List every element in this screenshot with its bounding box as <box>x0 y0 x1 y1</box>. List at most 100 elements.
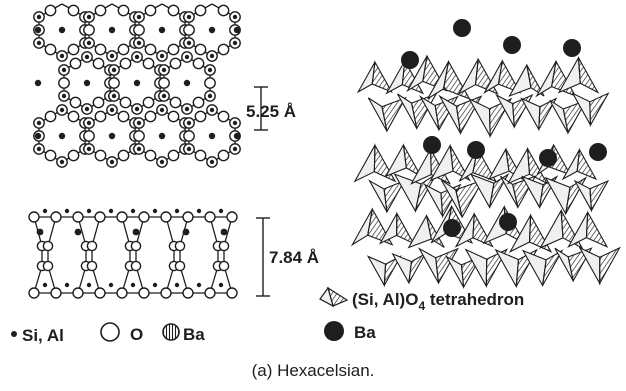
top-si-al-atom <box>159 107 165 113</box>
side-si-al-atom <box>174 282 180 288</box>
tetrahedron-legend-label: (Si, Al)O4 tetrahedron <box>352 290 524 313</box>
top-si-al-atom <box>232 40 238 46</box>
side-si-al-atom <box>108 208 114 214</box>
top-ba-site <box>208 132 216 140</box>
top-oxygen-atom <box>144 4 157 17</box>
top-spacing-label: 5.25 Å <box>246 102 296 121</box>
top-spacing-bracket <box>254 86 268 131</box>
side-si-al-atom <box>152 282 158 288</box>
tetrahedron-shape <box>489 173 510 208</box>
top-si-al-atom <box>109 53 115 59</box>
top-si-al-atom <box>84 54 90 60</box>
side-oxygen-atom <box>116 211 128 223</box>
tetrahedron-shape <box>381 96 407 133</box>
top-oxygen-atom <box>44 4 57 17</box>
top-si-al-atom <box>59 53 65 59</box>
top-ba-site <box>233 132 241 140</box>
top-oxygen-atom <box>108 77 120 89</box>
top-oxygen-atom <box>117 149 130 162</box>
top-oxygen-atom <box>67 4 80 17</box>
side-oxygen-atom <box>226 211 238 223</box>
top-si-al-atom <box>207 67 213 73</box>
tetrahedron-shape <box>539 208 564 249</box>
tetrahedron-shape <box>561 149 581 181</box>
side-oxygen-atom <box>50 287 62 299</box>
tetrahedron-shape <box>457 58 479 96</box>
tetrahedron-shape <box>589 179 610 213</box>
top-oxygen-atom <box>44 110 57 123</box>
ba-solid-legend-icon <box>324 321 344 341</box>
side-oxygen-atom <box>72 287 84 299</box>
side-oxygen-atom <box>174 240 186 252</box>
top-oxygen-atom <box>169 57 182 70</box>
side-oxygen-atom <box>174 260 186 272</box>
top-oxygen-atom <box>217 149 230 162</box>
top-oxygen-atom <box>183 130 195 142</box>
side-si-al-atom <box>130 282 136 288</box>
side-oxygen-atom <box>204 287 216 299</box>
tetrahedron-shape <box>445 255 465 288</box>
tetrahedron-shape <box>371 60 393 94</box>
side-si-al-atom <box>218 208 224 214</box>
ba-sphere <box>467 141 485 159</box>
top-oxygen-atom <box>217 4 230 17</box>
top-si-al-atom <box>209 107 215 113</box>
top-oxygen-atom <box>204 77 216 89</box>
top-si-al-atom <box>61 67 67 73</box>
ba-sphere <box>499 213 517 231</box>
top-oxygen-atom <box>119 57 132 70</box>
tetrahedron-shape <box>520 97 541 132</box>
top-si-al-atom <box>36 146 42 152</box>
tetrahedron-shape <box>455 95 483 136</box>
top-si-al-atom <box>159 53 165 59</box>
top-oxygen-atom <box>144 149 157 162</box>
tetrahedron-shape <box>497 59 522 94</box>
tetrahedron-shape <box>538 97 558 130</box>
top-oxygen-atom <box>133 24 145 36</box>
top-oxygen-atom <box>69 57 82 70</box>
top-ba-site <box>108 26 116 34</box>
polyhedral-structure <box>350 19 621 290</box>
top-oxygen-atom <box>158 77 170 89</box>
side-oxygen-atom <box>182 287 194 299</box>
tetrahedron-shape <box>578 246 601 286</box>
top-oxygen-atom <box>44 43 57 56</box>
top-oxygen-atom <box>167 110 180 123</box>
top-oxygen-atom <box>69 96 82 109</box>
tetrahedron-shape <box>599 246 621 286</box>
top-ba-site <box>58 26 66 34</box>
top-ba-site <box>34 132 42 140</box>
top-si-al-atom <box>36 14 42 20</box>
top-si-al-atom <box>86 146 92 152</box>
top-ba-site <box>58 132 66 140</box>
side-oxygen-atom <box>226 287 238 299</box>
o-legend-label: O <box>130 325 143 344</box>
side-si-al-atom <box>196 282 202 288</box>
tetrahedron-shape <box>472 211 494 248</box>
top-si-al-atom <box>207 93 213 99</box>
tetrahedron-shape <box>442 59 471 100</box>
top-si-al-atom <box>184 54 190 60</box>
top-si-al-atom <box>184 106 190 112</box>
top-oxygen-atom <box>92 96 105 109</box>
si-al-legend-icon <box>11 331 17 337</box>
top-ba-site <box>34 79 42 87</box>
top-oxygen-atom <box>92 57 105 70</box>
top-oxygen-atom <box>67 149 80 162</box>
top-oxygen-atom <box>217 110 230 123</box>
top-ba-site <box>108 132 116 140</box>
side-si-al-atom <box>196 208 202 214</box>
figure-caption: (a) Hexacelsian. <box>252 361 375 380</box>
top-si-al-atom <box>159 159 165 165</box>
top-oxygen-atom <box>117 110 130 123</box>
top-oxygen-atom <box>94 43 107 56</box>
ba-sphere <box>401 51 419 69</box>
side-ba-atom <box>220 228 228 236</box>
tetrahedron-shape <box>402 144 423 178</box>
side-si-al-atom <box>86 282 92 288</box>
top-oxygen-atom <box>67 43 80 56</box>
top-si-al-atom <box>232 14 238 20</box>
top-si-al-atom <box>86 14 92 20</box>
tetrahedron-shape <box>576 147 598 181</box>
